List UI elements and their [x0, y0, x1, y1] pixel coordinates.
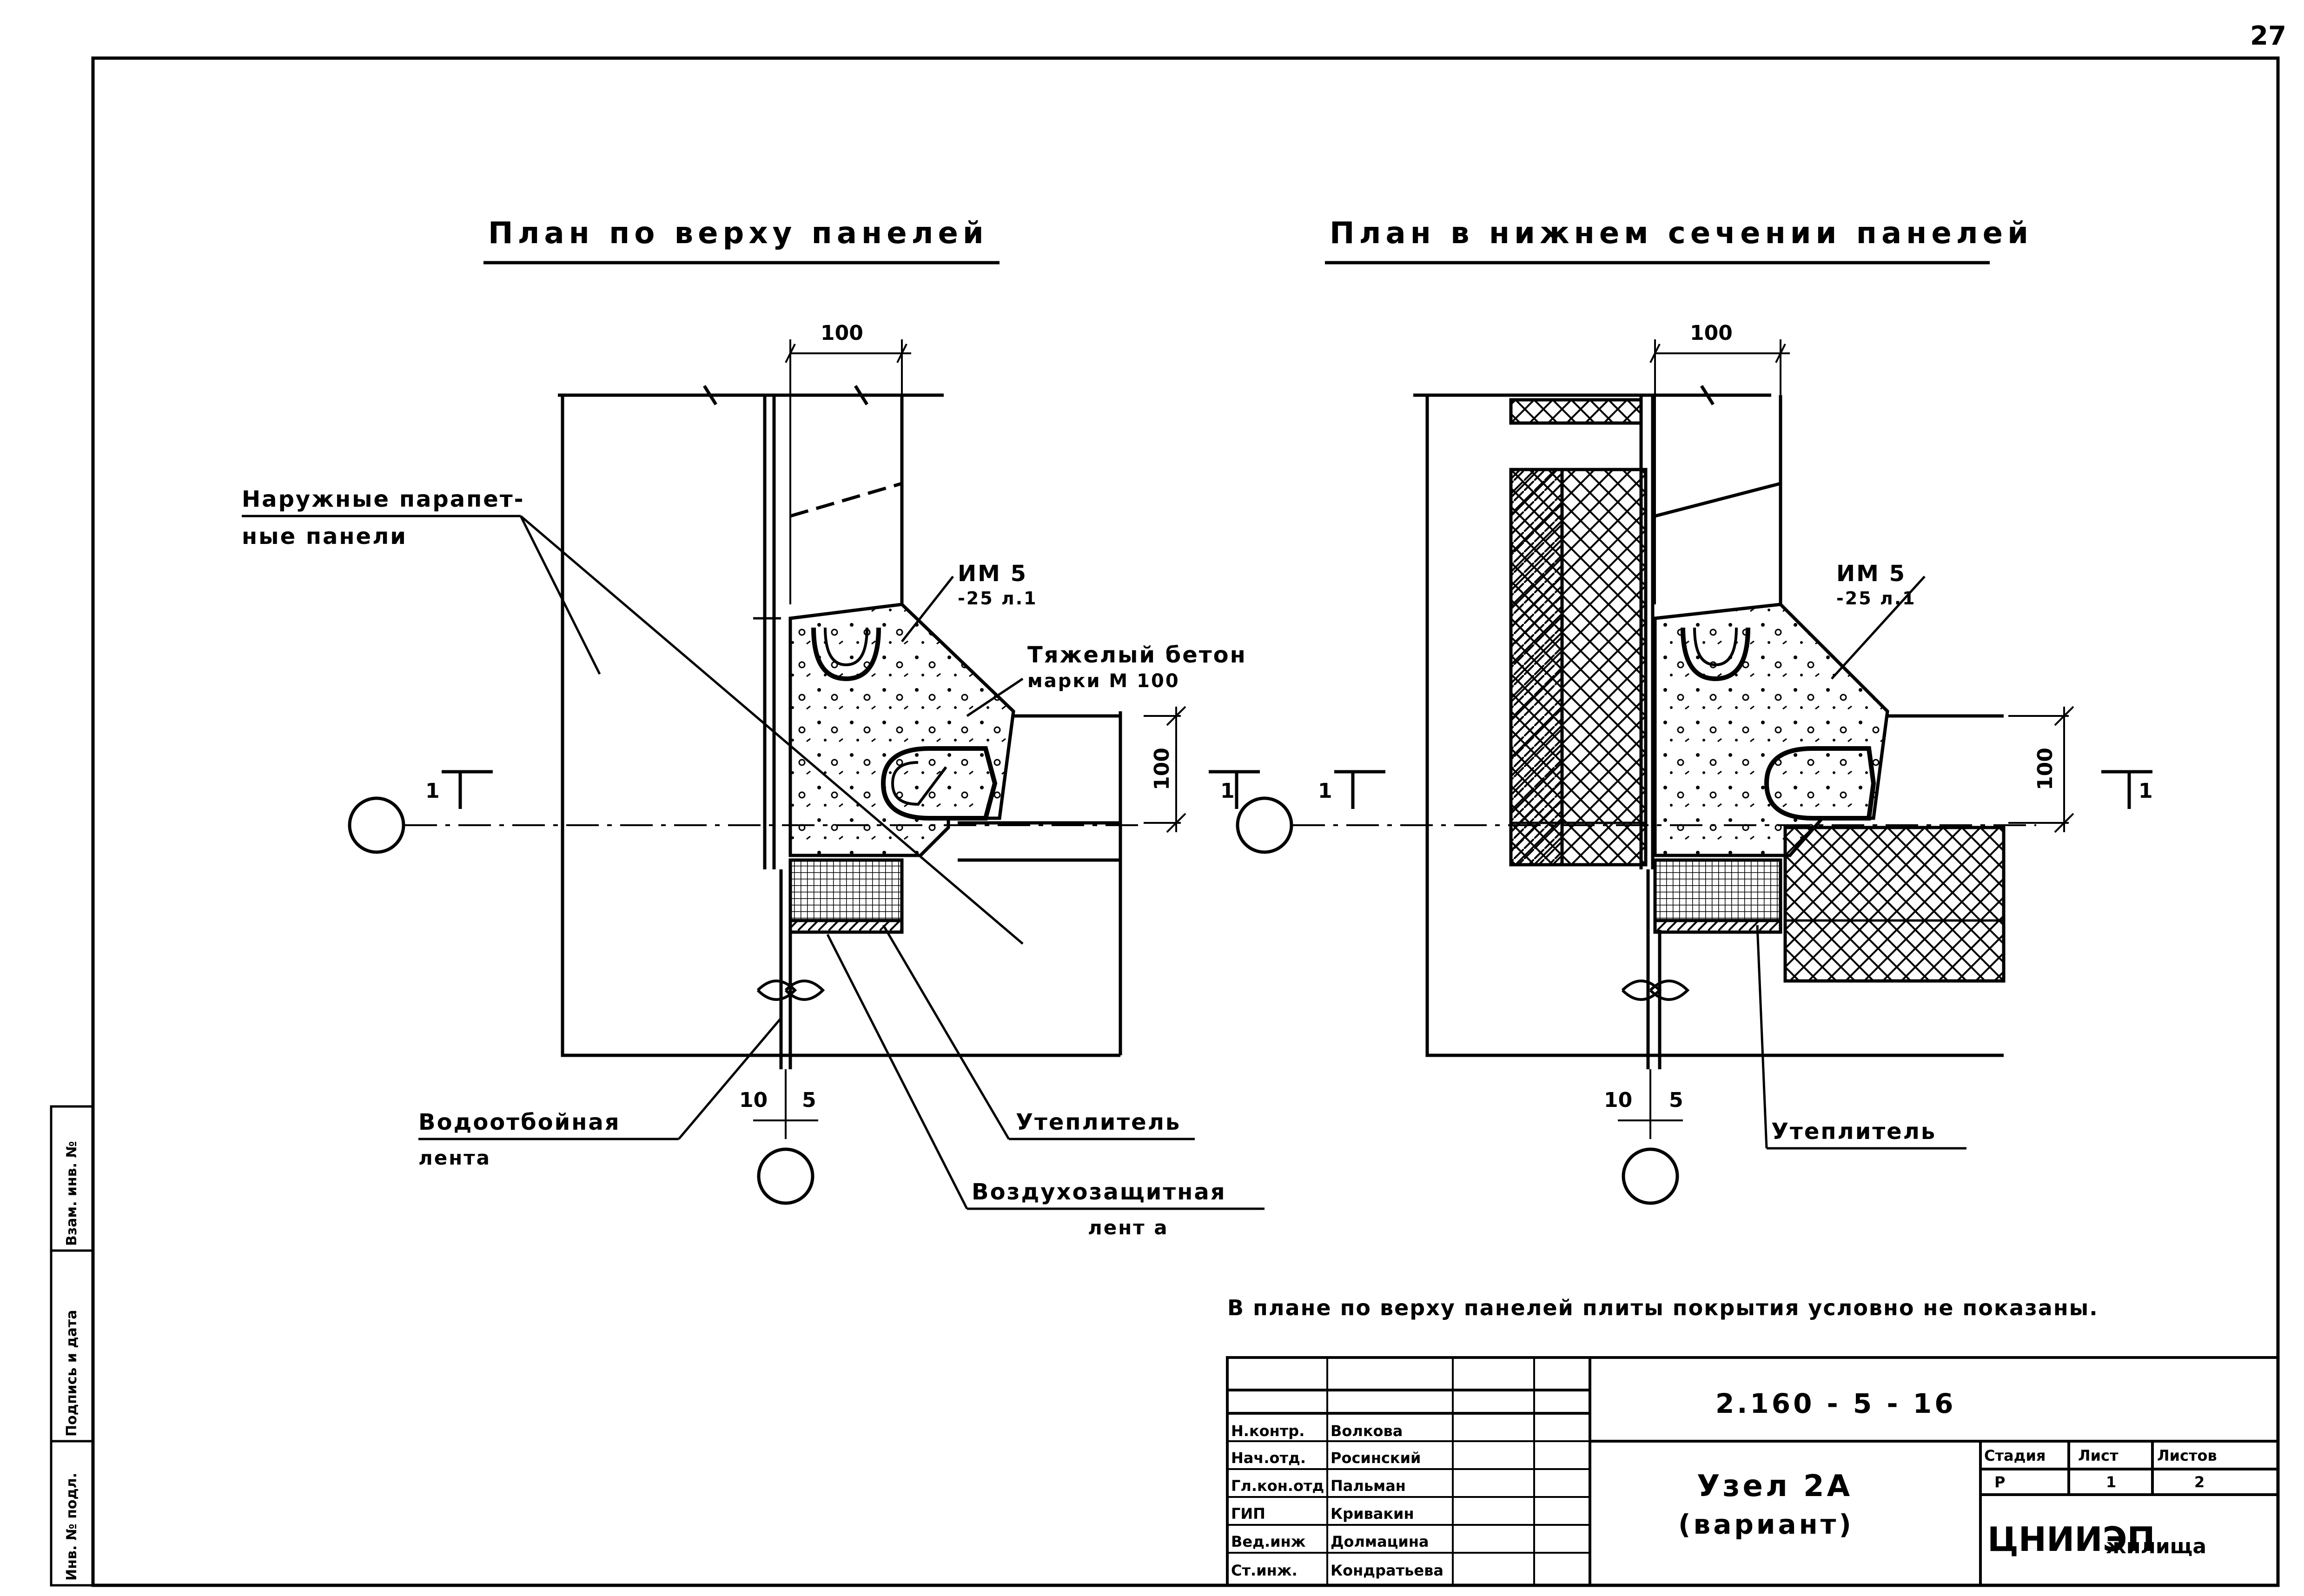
left-plan [242, 339, 1265, 1210]
dim-side-left: 100 [1150, 748, 1174, 790]
callout-concrete-1: Тяжелый бетон [1027, 642, 1247, 668]
right-plan [1236, 339, 2152, 1205]
organization-suffix: жилища [2106, 1535, 2207, 1558]
dim-bottom-right-b: 5 [1669, 1088, 1683, 1112]
callout-mastic-right-2: -25 л.1 [1836, 588, 1916, 609]
callout-insulation-right: Утеплитель [1771, 1119, 1937, 1145]
section-mark-left-a: 1 [425, 779, 440, 803]
sig-role-1: Нач.отд. [1231, 1449, 1306, 1467]
dim-side-right: 100 [2033, 748, 2057, 790]
tb-header-stage: Стадия [1984, 1447, 2046, 1464]
callout-outer-panels-2: ные панели [242, 523, 407, 550]
dim-top-left: 100 [821, 321, 863, 345]
sig-name-1: Росинский [1331, 1449, 1421, 1467]
sig-role-2: Гл.кон.отд [1231, 1477, 1324, 1495]
stamp-podpis: Подпись и дата [64, 1310, 80, 1437]
drawing-note: В плане по верху панелей плиты покрытия … [1227, 1295, 2099, 1320]
tb-value-sheet: 1 [2106, 1473, 2117, 1491]
right-plan-title: План в нижнем сечении панелей [1330, 216, 2033, 251]
sig-name-0: Волкова [1331, 1422, 1403, 1440]
callout-outer-panels-1: Наружные парапет- [242, 486, 525, 512]
stamp-vzam: Взам. инв. № [64, 1141, 80, 1246]
sig-role-3: ГИП [1231, 1505, 1265, 1523]
callout-water-tape-2: лента [418, 1146, 491, 1169]
tb-value-sheets: 2 [2194, 1473, 2205, 1491]
sig-name-5: Кондратьева [1331, 1562, 1443, 1579]
callout-water-tape-1: Водоотбойная [418, 1109, 621, 1135]
callout-insulation-left: Утеплитель [1016, 1109, 1181, 1135]
callout-air-tape-1: Воздухозащитная [972, 1179, 1226, 1205]
margin-stamp-strip [50, 1105, 94, 1587]
tb-header-sheets: Листов [2157, 1447, 2217, 1464]
sig-role-0: Н.контр. [1231, 1422, 1305, 1440]
section-mark-right-b: 1 [2138, 779, 2153, 803]
callout-mastic-left-1: ИМ 5 [958, 561, 1028, 587]
sheet-number: 27 [2250, 21, 2286, 51]
dim-bottom-left-a: 10 [739, 1088, 768, 1112]
section-mark-left-b: 1 [1220, 779, 1235, 803]
callout-mastic-left-2: -25 л.1 [958, 588, 1038, 609]
sig-role-5: Ст.инж. [1231, 1562, 1298, 1579]
node-subtitle: (вариант) [1678, 1509, 1854, 1540]
tb-header-sheet: Лист [2078, 1447, 2119, 1464]
dim-bottom-right-a: 10 [1604, 1088, 1633, 1112]
sheet-frame [91, 56, 2280, 1587]
callout-air-tape-2: лент а [1088, 1216, 1169, 1239]
sig-role-4: Вед.инж [1231, 1533, 1306, 1550]
dim-top-right: 100 [1690, 321, 1733, 345]
sig-name-3: Кривакин [1331, 1505, 1414, 1523]
callout-mastic-right-1: ИМ 5 [1836, 561, 1907, 587]
title-block [1226, 1356, 2279, 1587]
node-title: Узел 2А [1697, 1469, 1853, 1503]
sig-name-4: Долмацина [1331, 1533, 1429, 1550]
tb-value-stage: Р [1994, 1473, 2006, 1491]
dim-bottom-left-b: 5 [802, 1088, 816, 1112]
sig-name-2: Пальман [1331, 1477, 1406, 1495]
organization: ЦНИИЭП [1987, 1520, 2155, 1559]
section-mark-right-a: 1 [1318, 779, 1332, 803]
stamp-inv-podl: Инв. № подл. [64, 1472, 80, 1581]
left-plan-title: План по верху панелей [488, 216, 988, 251]
document-code: 2.160 - 5 - 16 [1715, 1388, 1956, 1419]
callout-concrete-2: марки М 100 [1027, 670, 1180, 692]
